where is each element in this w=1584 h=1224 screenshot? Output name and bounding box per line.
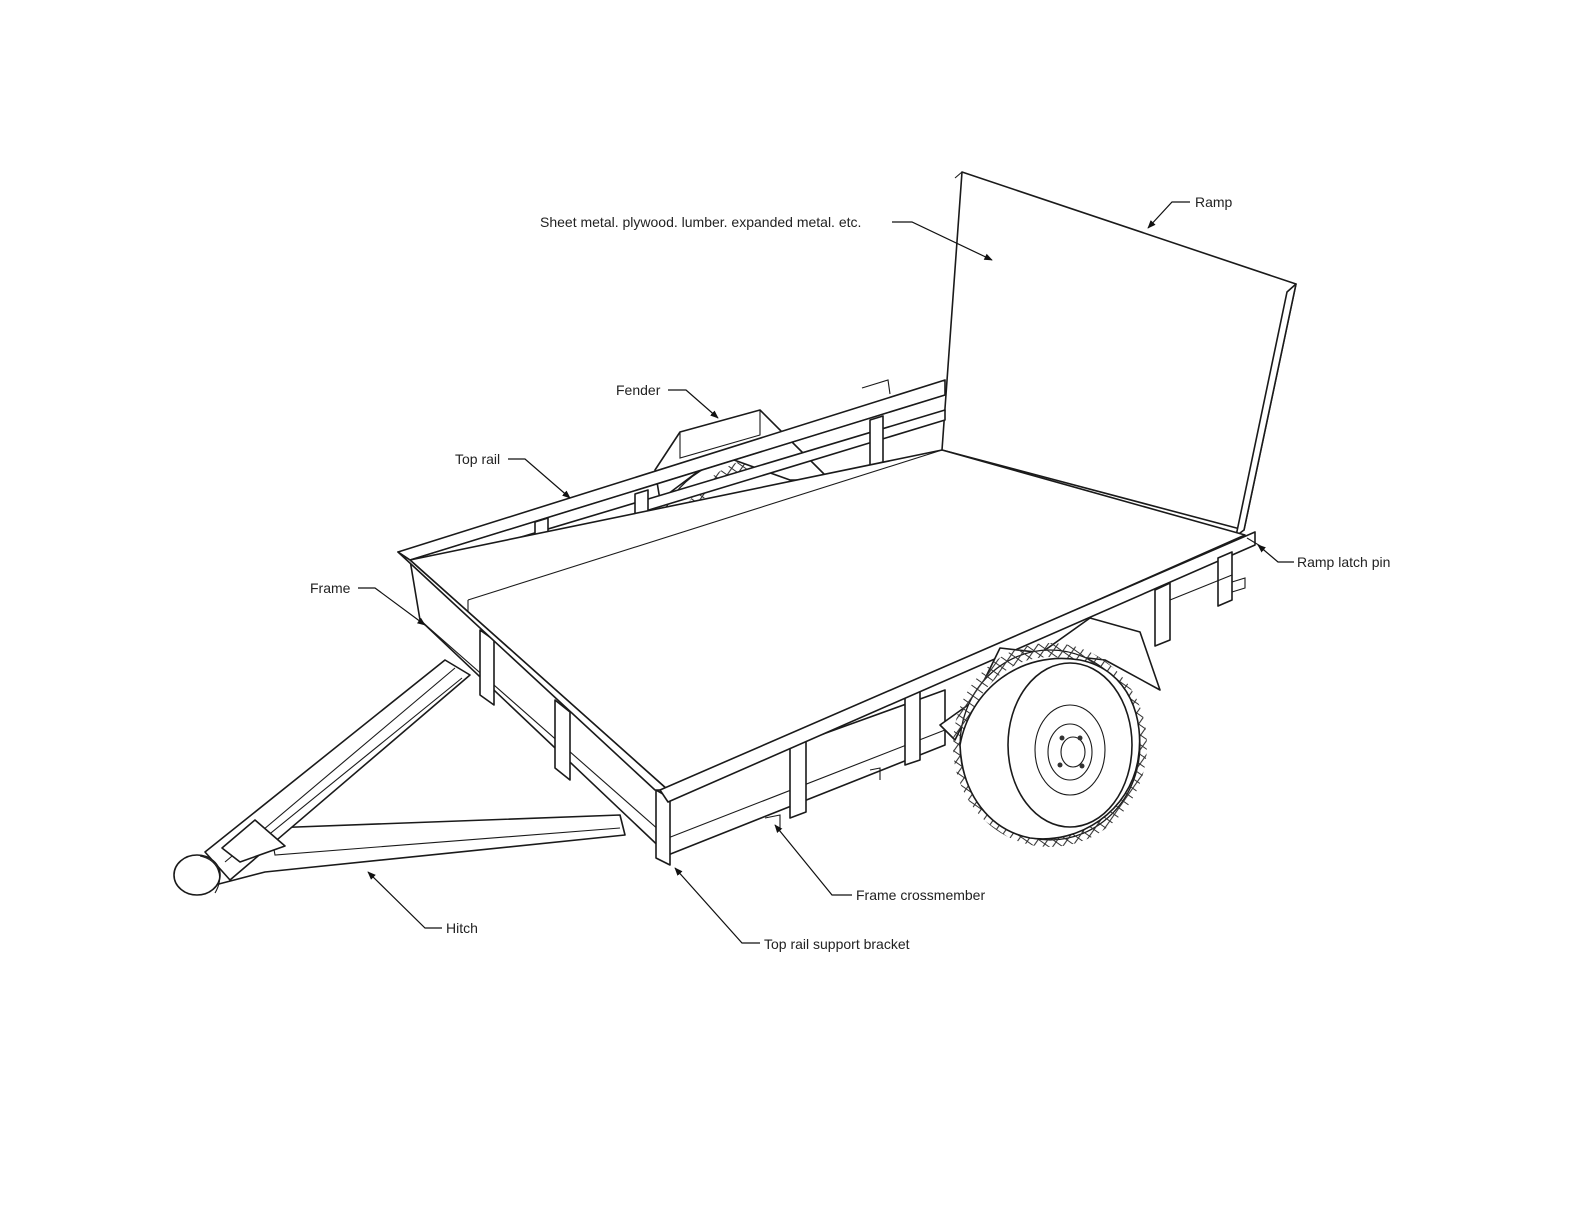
ramp-latch-pin-leader bbox=[1257, 544, 1294, 563]
label-top-rail: Top rail bbox=[455, 451, 501, 467]
hitch-coupler bbox=[173, 854, 221, 896]
label-frame-crossmember: Frame crossmember bbox=[856, 887, 986, 903]
near-wheel bbox=[939, 617, 1161, 847]
top-rail-leader bbox=[508, 458, 571, 499]
leader-lines bbox=[358, 201, 1294, 944]
near-frame bbox=[409, 559, 946, 866]
label-sheet-material: Sheet metal. plywood. lumber. expanded m… bbox=[540, 214, 862, 230]
sheet-leader bbox=[892, 221, 993, 261]
deck-surface bbox=[397, 449, 1246, 791]
label-ramp: Ramp bbox=[1195, 194, 1233, 210]
ramp-panel bbox=[941, 171, 1297, 537]
hitch-leader bbox=[367, 871, 442, 929]
ramp-leader bbox=[1147, 201, 1190, 229]
frame-leader bbox=[358, 587, 426, 626]
label-fender: Fender bbox=[616, 382, 661, 398]
hitch-tongue bbox=[173, 659, 626, 896]
frame-crossmember-leader bbox=[774, 824, 852, 896]
top-rail-support-bracket-leader bbox=[674, 867, 760, 944]
label-frame: Frame bbox=[310, 580, 351, 596]
label-hitch: Hitch bbox=[446, 920, 478, 936]
label-ramp-latch-pin: Ramp latch pin bbox=[1297, 554, 1391, 570]
near-top-rail bbox=[659, 531, 1263, 803]
fender-leader bbox=[668, 389, 719, 419]
label-top-rail-support-bracket: Top rail support bracket bbox=[764, 936, 910, 952]
